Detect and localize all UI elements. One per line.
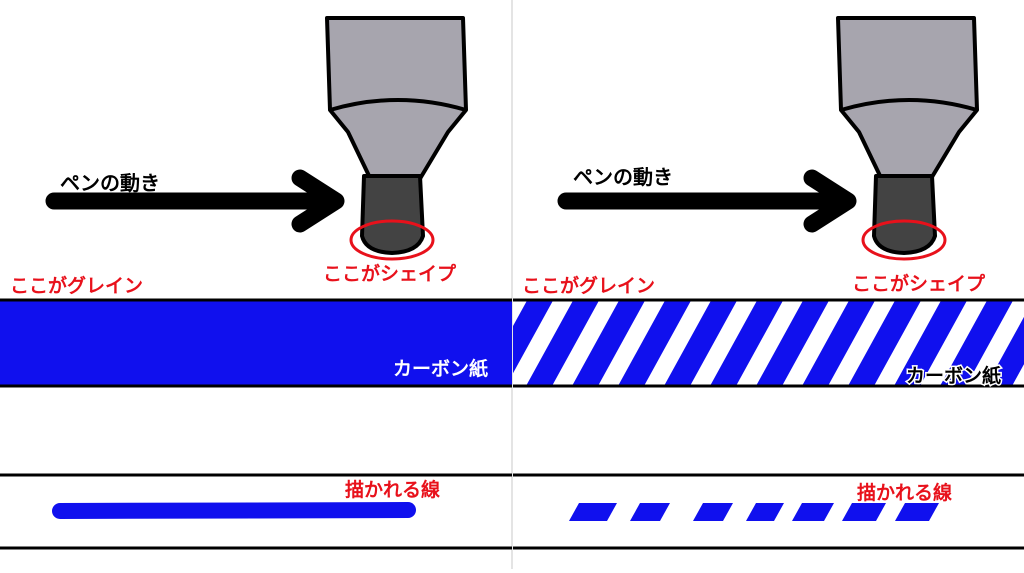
pen-movement-arrow — [557, 169, 857, 233]
carbon-paper-stripe — [664, 300, 738, 386]
carbon-paper-stripe — [526, 300, 600, 386]
panel-right: ペンの動き ここがグレイン ここがシェイプ カーボン紙 描かれる線 — [513, 16, 1024, 550]
drawn-line-label: 描かれる線 — [345, 478, 440, 501]
carbon-paper-stripe — [802, 300, 876, 386]
pen-tip — [872, 174, 937, 255]
grain-label: ここがグレイン — [522, 274, 655, 297]
drawn-line-dash — [569, 503, 617, 521]
carbon-paper-stripe — [848, 300, 922, 386]
carbon-paper-stripe — [513, 300, 554, 374]
carbon-paper-solid — [0, 300, 512, 386]
pen-illustration — [836, 16, 979, 261]
carbon-paper-stripes — [513, 300, 1024, 386]
carbon-paper-stripe — [986, 316, 1024, 386]
carbon-paper-stripe — [618, 300, 692, 386]
drawn-line-dash — [895, 503, 939, 521]
panel-left: ペンの動き ここがグレイン ここがシェイプ カーボン紙 描かれる線 — [0, 16, 512, 550]
shape-highlight-circle — [349, 219, 435, 261]
pen-tip — [360, 174, 425, 255]
pen-collar-line — [840, 98, 978, 112]
pen-illustration — [325, 16, 468, 261]
carbon-paper-stripe — [572, 300, 646, 386]
drawn-line-dash — [630, 503, 670, 521]
carbon-paper-stripe — [710, 300, 784, 386]
drawn-line-continuous — [52, 502, 416, 519]
grain-label: ここがグレイン — [10, 274, 143, 297]
drawn-line-dashed — [569, 503, 939, 521]
shape-highlight-circle — [861, 219, 947, 261]
drawn-line-label: 描かれる線 — [857, 481, 952, 504]
pen-collar-line — [329, 98, 467, 112]
drawn-line-dash — [746, 503, 784, 521]
pen-movement-arrow — [45, 169, 345, 233]
carbon-paper-striped — [513, 300, 1024, 386]
carbon-paper-label: カーボン紙 — [906, 364, 1001, 387]
shape-label: ここがシェイプ — [323, 262, 457, 285]
pen-movement-label: ペンの動き — [60, 171, 160, 195]
carbon-paper-stripe — [756, 300, 830, 386]
carbon-paper-stripe — [940, 300, 1014, 386]
drawn-line-dash — [792, 503, 834, 521]
carbon-paper-stripe — [894, 300, 968, 386]
carbon-paper-label: カーボン紙 — [393, 357, 488, 380]
drawn-line-dash — [842, 503, 886, 521]
pen-movement-label: ペンの動き — [573, 165, 673, 189]
drawn-line-dash — [693, 503, 733, 521]
shape-label: ここがシェイプ — [852, 272, 986, 295]
